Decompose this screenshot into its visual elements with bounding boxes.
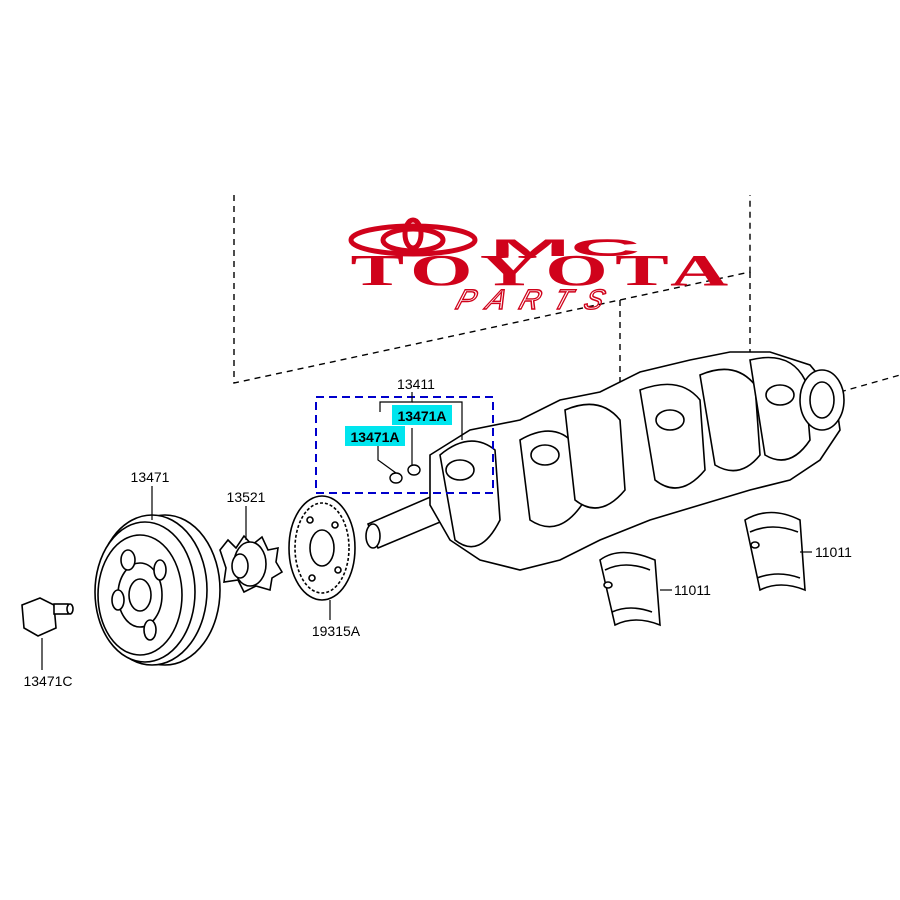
label-bolt: 13471C — [23, 673, 72, 689]
main-bearing-upper-drawing — [744, 511, 806, 592]
main-bearing-lower-drawing — [599, 551, 661, 627]
brand-logo: MC TOYOTA PARTS — [348, 217, 736, 317]
crank-pulley-drawing — [94, 514, 221, 666]
highlight-pin-lower — [345, 426, 405, 446]
dowel-pins — [389, 464, 421, 484]
label-bearing-upper: 11011 — [815, 544, 852, 560]
highlight-pin-upper — [392, 405, 452, 425]
label-sensor-plate: 19315A — [312, 623, 361, 639]
label-pin-lower: 13471A — [350, 429, 399, 445]
sensor-plate-drawing — [288, 495, 356, 601]
crankshaft-drawing — [365, 351, 845, 571]
label-timing-gear: 13521 — [227, 489, 266, 505]
label-pin-upper: 13471A — [397, 408, 446, 424]
leader-lines — [41, 392, 812, 670]
logo-main-text: TOYOTA — [351, 246, 736, 295]
label-pulley: 13471 — [131, 469, 170, 485]
logo-sub-text: PARTS — [452, 285, 623, 316]
label-bearing-lower: 11011 — [674, 582, 711, 598]
timing-gear-drawing — [219, 534, 284, 594]
logo-top-text: MC — [490, 234, 641, 261]
selection-box — [315, 396, 494, 494]
engine-block-outline — [233, 195, 900, 393]
pulley-bolt-drawing — [21, 597, 74, 637]
label-crankshaft: 13411 — [397, 376, 435, 392]
toyota-emblem-icon — [348, 217, 478, 257]
